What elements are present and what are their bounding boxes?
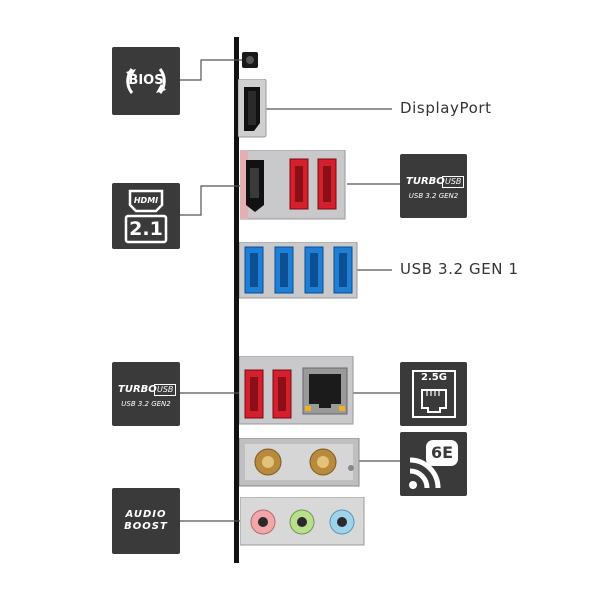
bios-text: BIOS (128, 73, 164, 88)
wifi-6e-badge: 6E (400, 432, 467, 496)
audio-jacks-block (240, 497, 365, 546)
audio-line2: BOOST (124, 521, 168, 532)
hdmi-leader (180, 185, 246, 216)
bios-badge: BIOS (112, 47, 180, 115)
usb-gen1-label: USB 3.2 GEN 1 (400, 260, 519, 278)
wifi-gen-text: 6E (430, 443, 454, 462)
turbo-word: TURBO (118, 384, 157, 395)
usb-blue-block (239, 242, 358, 299)
hdmi-version: 2.1 (129, 218, 163, 240)
turbo-usb-icon: TURBO USB (118, 384, 177, 398)
audio-boost-badge: AUDIO BOOST (112, 488, 180, 554)
bios-flashback-icon (126, 68, 166, 94)
turbo-usb-badge-top: TURBO USB USB 3.2 GEN2 (400, 154, 467, 218)
hdmi-badge: HDMI 2.1 (112, 183, 180, 249)
hdmi-usb-red-block (240, 150, 346, 220)
turbo-sub-text: USB 3.2 GEN2 (408, 192, 459, 200)
turbo-usb-badge-left: TURBO USB USB 3.2 GEN2 (112, 362, 180, 426)
hdmi-icon (124, 189, 168, 244)
audio-line1: AUDIO (125, 509, 167, 520)
audio-boost-icon: AUDIO BOOST (112, 509, 180, 533)
hdmi-word: HDMI (133, 196, 159, 205)
turbo-word: TURBO (406, 176, 445, 187)
lan-badge: 2.5G (400, 362, 467, 426)
displayport-label: DisplayPort (400, 99, 492, 117)
turbo-usb-word: USB (154, 384, 177, 396)
lan-icon (412, 370, 456, 418)
io-backplate (234, 37, 239, 563)
turbo-sub-text: USB 3.2 GEN2 (121, 400, 171, 408)
turbo-usb-word: USB (442, 176, 465, 188)
turbo-usb-icon: TURBO USB (406, 176, 465, 190)
wifi-antenna-block (239, 438, 360, 487)
wifi-6e-icon (409, 440, 458, 489)
bios-leader (180, 59, 245, 81)
usb-lan-block (239, 356, 354, 425)
displayport-port (238, 79, 267, 138)
lan-speed-text: 2.5G (421, 372, 447, 383)
bios-flashback-button[interactable] (242, 52, 258, 68)
